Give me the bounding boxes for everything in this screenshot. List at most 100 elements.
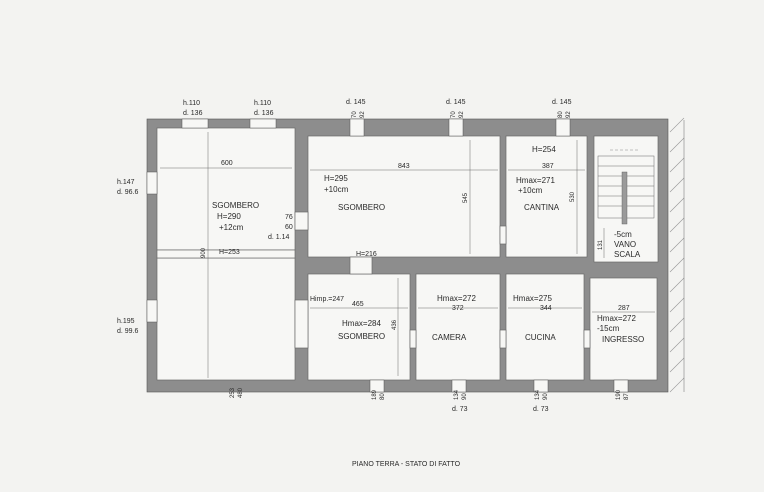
room-sgombero-mid-note: +10cm [324,185,349,194]
room-cantina-height: Hmax=271 [516,176,555,185]
label-top2-d: d. 136 [254,110,274,117]
room-cantina [505,135,588,258]
room-ingresso-height: Hmax=272 [597,314,636,323]
dim-w92c: 92 [566,111,572,118]
dim-w70a: 70 [352,111,358,118]
dim-387: 387 [542,163,554,170]
room-sgombero-large-note: +12cm [219,223,244,232]
label-door-d: d. 1.14 [268,234,290,241]
dim-131: 131 [598,239,604,250]
label-top1-h: h.110 [183,100,200,107]
window-top-2 [249,118,277,129]
room-sgombero-large [156,127,296,251]
room-sgombero-mid-name: SGOMBERO [338,203,385,212]
dim-w70b: 70 [451,111,457,118]
room-ingresso-name: INGRESSO [602,335,644,344]
room-sgombero-mid-height: H=295 [324,174,348,183]
dim-w92b: 92 [459,111,465,118]
label-top2-h: h.110 [254,100,271,107]
window-top-3 [349,118,365,137]
label-bottom-d1: d. 73 [452,406,468,413]
opening-sgombero-small [294,299,309,349]
dim-253b: 253 [230,387,236,398]
room-ingresso [589,277,658,381]
label-left1-h: h.147 [117,179,135,186]
window-top-4 [448,118,464,137]
dim-b134a: 134 [454,389,460,400]
room-vano-scala-name1: VANO [614,240,636,249]
window-top-5 [555,118,571,137]
room-sgombero-small-name: SGOMBERO [338,332,385,341]
door-entrance [613,379,629,393]
door-ingresso [583,329,591,349]
dim-545: 545 [463,192,469,203]
dim-287: 287 [618,305,630,312]
dim-w92a: 92 [360,111,366,118]
label-top1-d: d. 136 [183,110,203,117]
dim-b87: 87 [624,393,630,400]
dim-530: 530 [570,191,576,202]
dim-436: 436 [392,319,398,330]
label-door-76: 76 [285,214,293,221]
door-sgombero-link [294,211,309,231]
label-left1-d: d. 96.6 [117,189,139,196]
room-vano-scala-note: -5cm [614,230,632,239]
label-top3-d: d. 145 [346,99,366,106]
dim-b190: 190 [616,389,622,400]
room-sgombero-small-height: Hmax=284 [342,319,381,328]
dim-372: 372 [452,305,464,312]
dim-843: 843 [398,163,410,170]
door-cantina [499,225,507,245]
opening-sgombero-split [156,249,296,259]
label-top4-d: d. 145 [446,99,466,106]
room-sgombero-lower [156,257,296,381]
room-camera-height: Hmax=272 [437,294,476,303]
label-door-60: 60 [285,224,293,231]
plan-caption: PIANO TERRA - STATO DI FATTO [352,461,461,468]
dim-465: 465 [352,301,364,308]
dim-b134b: 134 [535,389,541,400]
label-left2-h: h.195 [117,318,135,325]
room-cucina-name: CUCINA [525,333,556,342]
dim-600: 600 [221,160,233,167]
exterior-hatch [669,117,685,393]
room-camera-name: CAMERA [432,333,467,342]
room-vano-scala-name2: SCALA [614,250,641,259]
room-cucina-height: Hmax=275 [513,294,552,303]
window-left-2 [146,299,158,323]
door-cucina [499,329,507,349]
room-sgombero-mid [307,135,501,258]
label-top5-d: d. 145 [552,99,572,106]
dim-480: 480 [238,387,244,398]
window-bottom-2 [451,379,467,393]
room-sgombero-large-height: H=290 [217,212,241,221]
dim-b80: 80 [380,393,386,400]
door-camera [409,329,417,349]
staircase [597,149,655,225]
dim-b189: 189 [372,389,378,400]
room-sgombero-small-himp: Himp.=247 [310,296,344,303]
room-sgombero-small [307,273,411,381]
room-cantina-h2: H=254 [532,145,556,154]
label-bottom-d2: d. 73 [533,406,549,413]
room-cantina-name: CANTINA [524,203,560,212]
label-h253: H=253 [219,249,240,256]
window-top-1 [181,118,209,129]
dim-w80: 80 [558,111,564,118]
dim-b90a: 90 [462,393,468,400]
room-ingresso-note: -15cm [597,324,620,333]
window-bottom-3 [533,379,549,393]
window-bottom-1 [369,379,385,393]
label-h216: H=216 [356,251,377,258]
room-camera [415,273,501,381]
room-cucina [505,273,585,381]
dim-344: 344 [540,305,552,312]
label-left2-d: d. 99.6 [117,328,139,335]
room-cantina-note: +10cm [518,186,543,195]
dim-b90b: 90 [543,393,549,400]
door-corridor [349,256,373,275]
dim-900: 900 [201,247,207,258]
room-sgombero-large-name: SGOMBERO [212,201,259,210]
